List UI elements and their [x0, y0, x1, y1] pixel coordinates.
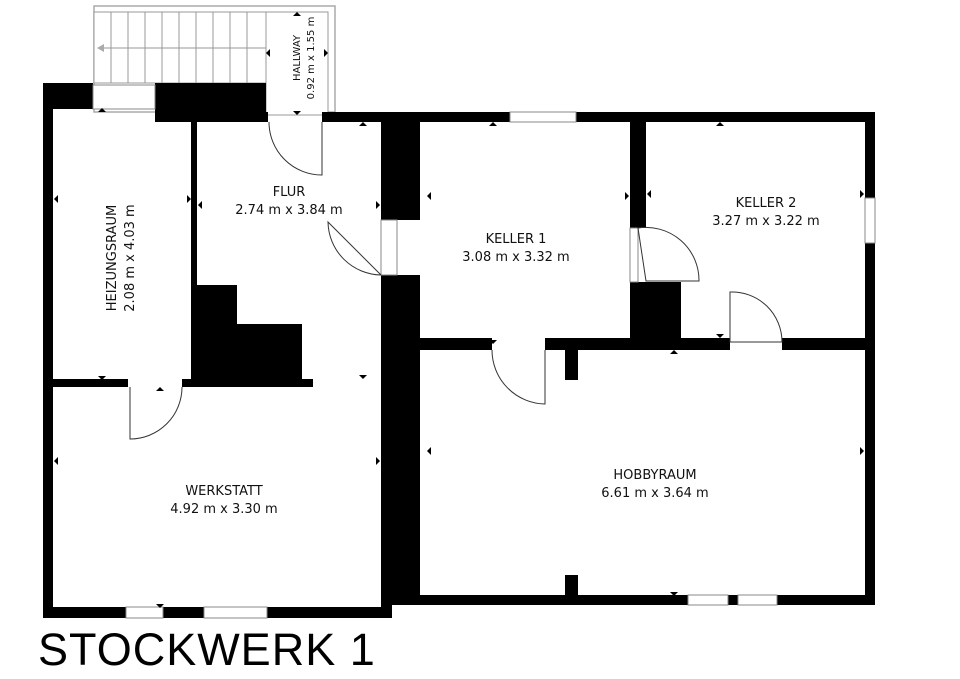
- room-dims: 2.08 m x 4.03 m: [123, 204, 138, 311]
- room-dims: 4.92 m x 3.30 m: [170, 502, 277, 517]
- door-keller2-hobbyraum: [729, 291, 783, 343]
- room-dims: 2.74 m x 3.84 m: [235, 203, 342, 218]
- room-werkstatt: WERKSTATT 4.92 m x 3.30 m: [170, 484, 277, 517]
- staircase: [93, 5, 336, 116]
- room-dims: 3.27 m x 3.22 m: [712, 214, 819, 229]
- room-name: KELLER 2: [736, 196, 797, 211]
- room-name: WERKSTATT: [185, 484, 262, 499]
- stair-direction-arrow-icon: [97, 44, 104, 52]
- door-keller1-keller2: [637, 226, 700, 282]
- room-name: HEIZUNGSRAUM: [105, 205, 120, 311]
- room-flur: FLUR 2.74 m x 3.84 m: [235, 185, 342, 218]
- room-dims: 6.61 m x 3.64 m: [601, 486, 708, 501]
- room-name: KELLER 1: [486, 232, 547, 247]
- floor-title: STOCKWERK 1: [38, 624, 376, 675]
- room-name: FLUR: [273, 185, 306, 200]
- room-dims: 3.08 m x 3.32 m: [462, 250, 569, 265]
- room-keller2: KELLER 2 3.27 m x 3.22 m: [712, 196, 819, 229]
- door-heizungsraum-werkstatt: [129, 386, 183, 440]
- door-flur-keller1: [327, 220, 382, 276]
- room-dims: 0.92 m x 1.55 m: [306, 17, 317, 100]
- doors: [129, 121, 783, 440]
- dimension-markers: [54, 12, 864, 608]
- door-keller1-hobbyraum: [491, 349, 546, 405]
- room-hallway: HALLWAY 0.92 m x 1.55 m: [292, 17, 317, 100]
- room-keller1: KELLER 1 3.08 m x 3.32 m: [462, 232, 569, 265]
- room-name: HOBBYRAUM: [613, 468, 696, 483]
- windows: [92, 84, 876, 619]
- room-hobbyraum: HOBBYRAUM 6.61 m x 3.64 m: [601, 468, 708, 501]
- room-name: HALLWAY: [292, 34, 303, 81]
- walls: [43, 83, 875, 618]
- room-heizungsraum: HEIZUNGSRAUM 2.08 m x 4.03 m: [105, 204, 138, 311]
- door-hallway-flur: [268, 121, 323, 176]
